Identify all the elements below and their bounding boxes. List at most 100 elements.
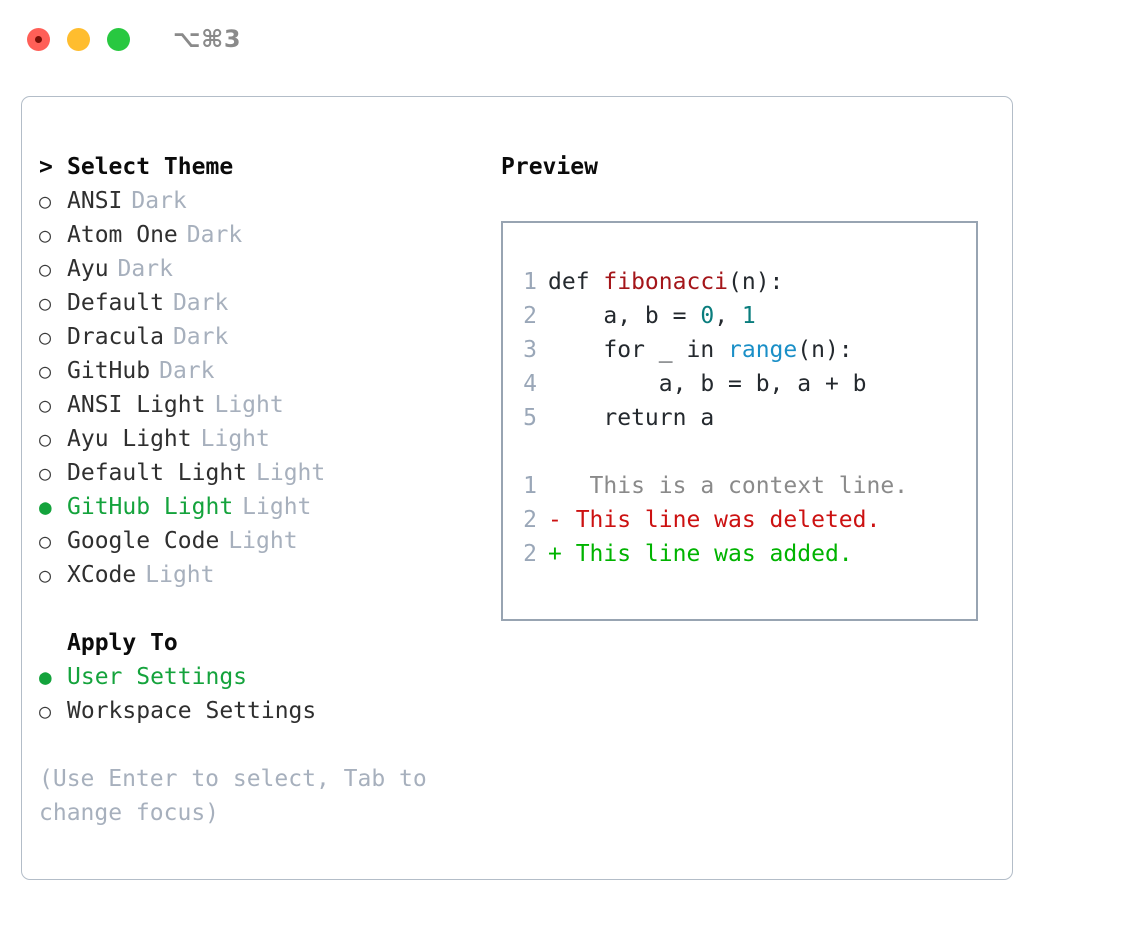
- theme-option-label: Dracula: [67, 324, 164, 350]
- radio-unselected-icon: ○: [39, 699, 52, 723]
- theme-option-kind: Dark: [159, 358, 215, 384]
- code-token-bi: range: [728, 337, 798, 363]
- code-line: 2 a, b = 0, 1: [503, 299, 976, 333]
- code-token-plain: return a: [548, 405, 715, 431]
- select-theme-header: > Select Theme: [39, 150, 484, 184]
- keyboard-hint: (Use Enter to select, Tab to change focu…: [39, 766, 427, 826]
- window-controls: [27, 27, 130, 51]
- theme-option-label: GitHub Light: [67, 494, 234, 520]
- diff-line-add: 2+ This line was added.: [503, 537, 976, 571]
- preview-title: Preview: [501, 154, 598, 180]
- theme-option-kind: Dark: [131, 188, 187, 214]
- theme-option-kind: Light: [242, 494, 312, 520]
- radio-unselected-icon: ○: [39, 223, 52, 247]
- theme-option-xcode[interactable]: ○ XCode Light: [39, 558, 484, 592]
- theme-option-github[interactable]: ○ GitHub Dark: [39, 354, 484, 388]
- diff-line-text: This is a context line.: [548, 473, 909, 499]
- radio-unselected-icon: ○: [39, 563, 52, 587]
- theme-option-kind: Light: [145, 562, 215, 588]
- code-blank-line: [503, 435, 976, 469]
- apply-to-option-label: Workspace Settings: [67, 698, 317, 724]
- radio-unselected-icon: ○: [39, 189, 52, 213]
- diff-line-number: 2: [523, 507, 537, 533]
- theme-option-label: Google Code: [67, 528, 220, 554]
- code-line-text: for _ in range(n):: [537, 333, 853, 367]
- radio-selected-icon: ●: [39, 665, 52, 689]
- window-titlebar: ⌥⌘3: [0, 0, 1140, 78]
- diff-line-number: 1: [523, 473, 537, 499]
- theme-option-kind: Light: [214, 392, 284, 418]
- code-token-plain: ,: [714, 303, 742, 329]
- theme-option-label: GitHub: [67, 358, 151, 384]
- diff-line-number: 2: [523, 541, 537, 567]
- code-token-num: 1: [741, 303, 756, 329]
- theme-option-label: XCode: [67, 562, 137, 588]
- radio-unselected-icon: ○: [39, 257, 52, 281]
- select-theme-label: Select Theme: [67, 154, 234, 180]
- caret-icon: >: [39, 154, 53, 180]
- theme-option-ayu-light[interactable]: ○ Ayu Light Light: [39, 422, 484, 456]
- theme-option-kind: Dark: [172, 324, 229, 350]
- diff-line-del: 2 - This line was deleted.: [503, 503, 976, 537]
- code-token-plain: (n):: [728, 269, 784, 295]
- keyboard-shortcut-label: ⌥⌘3: [173, 25, 242, 53]
- code-line-text: return a: [537, 401, 714, 435]
- code-line-text: a, b = b, a + b: [537, 367, 867, 401]
- diff-line-text: - This line was deleted.: [548, 507, 881, 533]
- theme-option-kind: Dark: [172, 290, 229, 316]
- theme-option-label: Default: [67, 290, 164, 316]
- radio-unselected-icon: ○: [39, 393, 52, 417]
- theme-option-github-light[interactable]: ● GitHub Light Light: [39, 490, 484, 524]
- close-window-button[interactable]: [27, 27, 50, 51]
- radio-unselected-icon: ○: [39, 461, 52, 485]
- code-line-number: 5: [523, 405, 537, 431]
- radio-unselected-icon: ○: [39, 325, 52, 349]
- code-line-text: a, b = 0, 1: [537, 299, 756, 333]
- theme-option-label: Ayu: [67, 256, 109, 282]
- radio-unselected-icon: ○: [39, 359, 52, 383]
- code-line-number: 4: [523, 371, 537, 397]
- code-token-plain: (n):: [797, 337, 853, 363]
- theme-option-ansi-light[interactable]: ○ ANSI Light Light: [39, 388, 484, 422]
- code-line: 4 a, b = b, a + b: [503, 367, 976, 401]
- apply-to-option-user-settings[interactable]: ● User Settings: [39, 660, 484, 694]
- code-line-text: def fibonacci(n):: [537, 265, 783, 299]
- code-token-num: 0: [700, 303, 715, 329]
- code-token-plain: for _ in: [548, 337, 729, 363]
- apply-to-option-label: User Settings: [67, 664, 248, 690]
- theme-option-atom-one[interactable]: ○ Atom One Dark: [39, 218, 484, 252]
- code-line: 5 return a: [503, 401, 976, 435]
- code-token-plain: a, b =: [548, 303, 701, 329]
- theme-option-label: Atom One: [67, 222, 178, 248]
- maximize-window-button[interactable]: [107, 27, 130, 51]
- apply-to-list: ● User Settings ○ Workspace Settings: [39, 660, 484, 728]
- theme-option-dracula[interactable]: ○ Dracula Dark: [39, 320, 484, 354]
- theme-option-kind: Light: [200, 426, 270, 452]
- theme-option-label: ANSI: [67, 188, 123, 214]
- apply-to-title: Apply To: [67, 630, 178, 656]
- code-token-fn: fibonacci: [603, 269, 729, 295]
- theme-option-kind: Dark: [186, 222, 243, 248]
- radio-unselected-icon: ○: [39, 427, 52, 451]
- diff-line-ctx: 1 This is a context line.: [503, 469, 976, 503]
- section-spacer: [39, 592, 484, 626]
- theme-option-kind: Light: [256, 460, 326, 486]
- code-token-plain: a, b = b, a + b: [548, 371, 867, 397]
- radio-selected-icon: ●: [39, 495, 52, 519]
- theme-option-ansi[interactable]: ○ ANSI Dark: [39, 184, 484, 218]
- code-line-number: 3: [523, 337, 537, 363]
- theme-option-label: ANSI Light: [67, 392, 206, 418]
- minimize-window-button[interactable]: [67, 27, 90, 51]
- code-line: 3 for _ in range(n):: [503, 333, 976, 367]
- theme-option-label: Ayu Light: [67, 426, 192, 452]
- apply-to-option-workspace-settings[interactable]: ○ Workspace Settings: [39, 694, 484, 728]
